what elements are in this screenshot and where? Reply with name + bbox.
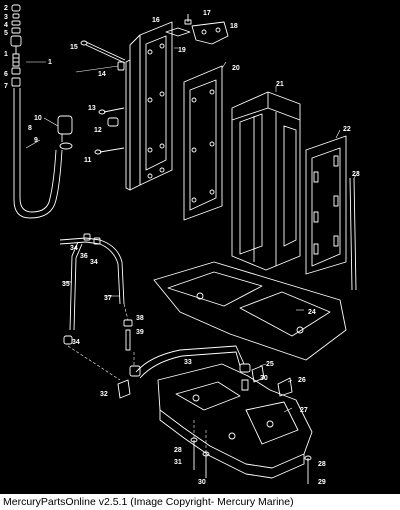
- leader-lines: [25, 47, 359, 413]
- callout-30a: 30: [260, 375, 268, 382]
- callout-12: 12: [94, 127, 102, 134]
- fuel-hose: [13, 88, 63, 219]
- callout-7: 7: [4, 83, 8, 90]
- callout-34a: 34: [70, 245, 78, 252]
- callout-10: 10: [34, 115, 42, 122]
- long-stud: [80, 40, 126, 64]
- callout-30b: 30: [198, 479, 206, 486]
- callout-28b: 28: [318, 461, 326, 468]
- callout-15: 15: [70, 44, 78, 51]
- adapter-plate: [157, 363, 313, 479]
- callout-25: 25: [266, 361, 274, 368]
- gasket-22: [305, 135, 347, 275]
- callout-19: 19: [178, 47, 186, 54]
- callout-29: 29: [318, 479, 326, 486]
- callout-1b: 1: [48, 59, 52, 66]
- callout-8: 8: [28, 125, 32, 132]
- callout-labels: 2 3 4 5 1 1 6 7 8 10 9 15 14 13 12 11 16…: [4, 5, 360, 486]
- copyright-caption: MercuryPartsOnline v2.5.1 (Image Copyrig…: [0, 494, 400, 510]
- callout-26: 26: [298, 377, 306, 384]
- gasket-20: [183, 65, 223, 221]
- callout-35: 35: [62, 281, 70, 288]
- callout-33: 33: [184, 359, 192, 366]
- callout-28a: 28: [174, 447, 182, 454]
- callout-9: 9: [34, 137, 38, 144]
- callout-24: 24: [308, 309, 316, 316]
- callout-13: 13: [88, 105, 96, 112]
- cover-plate: [125, 21, 173, 191]
- callout-6: 6: [4, 71, 8, 78]
- callout-18: 18: [230, 23, 238, 30]
- assembly-lines: [67, 303, 207, 454]
- callout-16: 16: [152, 17, 160, 24]
- fittings-38-39: [123, 319, 133, 351]
- elbow-fitting: [57, 115, 73, 150]
- water-hose: [129, 345, 251, 379]
- hose-group: [59, 233, 125, 345]
- callout-39: 39: [136, 329, 144, 336]
- callout-22: 22: [343, 126, 351, 133]
- fitting-stack: [10, 4, 22, 87]
- base-gasket: [153, 261, 347, 361]
- callout-36: 36: [80, 253, 88, 260]
- callout-3: 3: [4, 14, 8, 21]
- small-fittings: [117, 365, 293, 399]
- callout-11: 11: [84, 157, 92, 164]
- callout-20: 20: [232, 65, 240, 72]
- exploded-parts-diagram: 2 3 4 5 1 1 6 7 8 10 9 15 14 13 12 11 16…: [4, 4, 360, 486]
- callout-21: 21: [276, 81, 284, 88]
- callout-31: 31: [174, 459, 182, 466]
- callout-14: 14: [98, 71, 106, 78]
- callout-4: 4: [4, 22, 8, 29]
- callout-1: 1: [4, 51, 8, 58]
- callout-38: 38: [136, 315, 144, 322]
- callout-34c: 34: [72, 339, 80, 346]
- callout-37: 37: [104, 295, 112, 302]
- callout-5: 5: [4, 30, 8, 37]
- callout-2: 2: [4, 5, 8, 12]
- callout-32: 32: [100, 391, 108, 398]
- hose-23: [349, 177, 357, 291]
- plug-and-bracket: [165, 14, 229, 45]
- callout-17: 17: [203, 10, 211, 17]
- callout-27: 27: [300, 407, 308, 414]
- callout-23: 23: [352, 171, 360, 178]
- exhaust-divider: [231, 91, 301, 271]
- callout-34b: 34: [90, 259, 98, 266]
